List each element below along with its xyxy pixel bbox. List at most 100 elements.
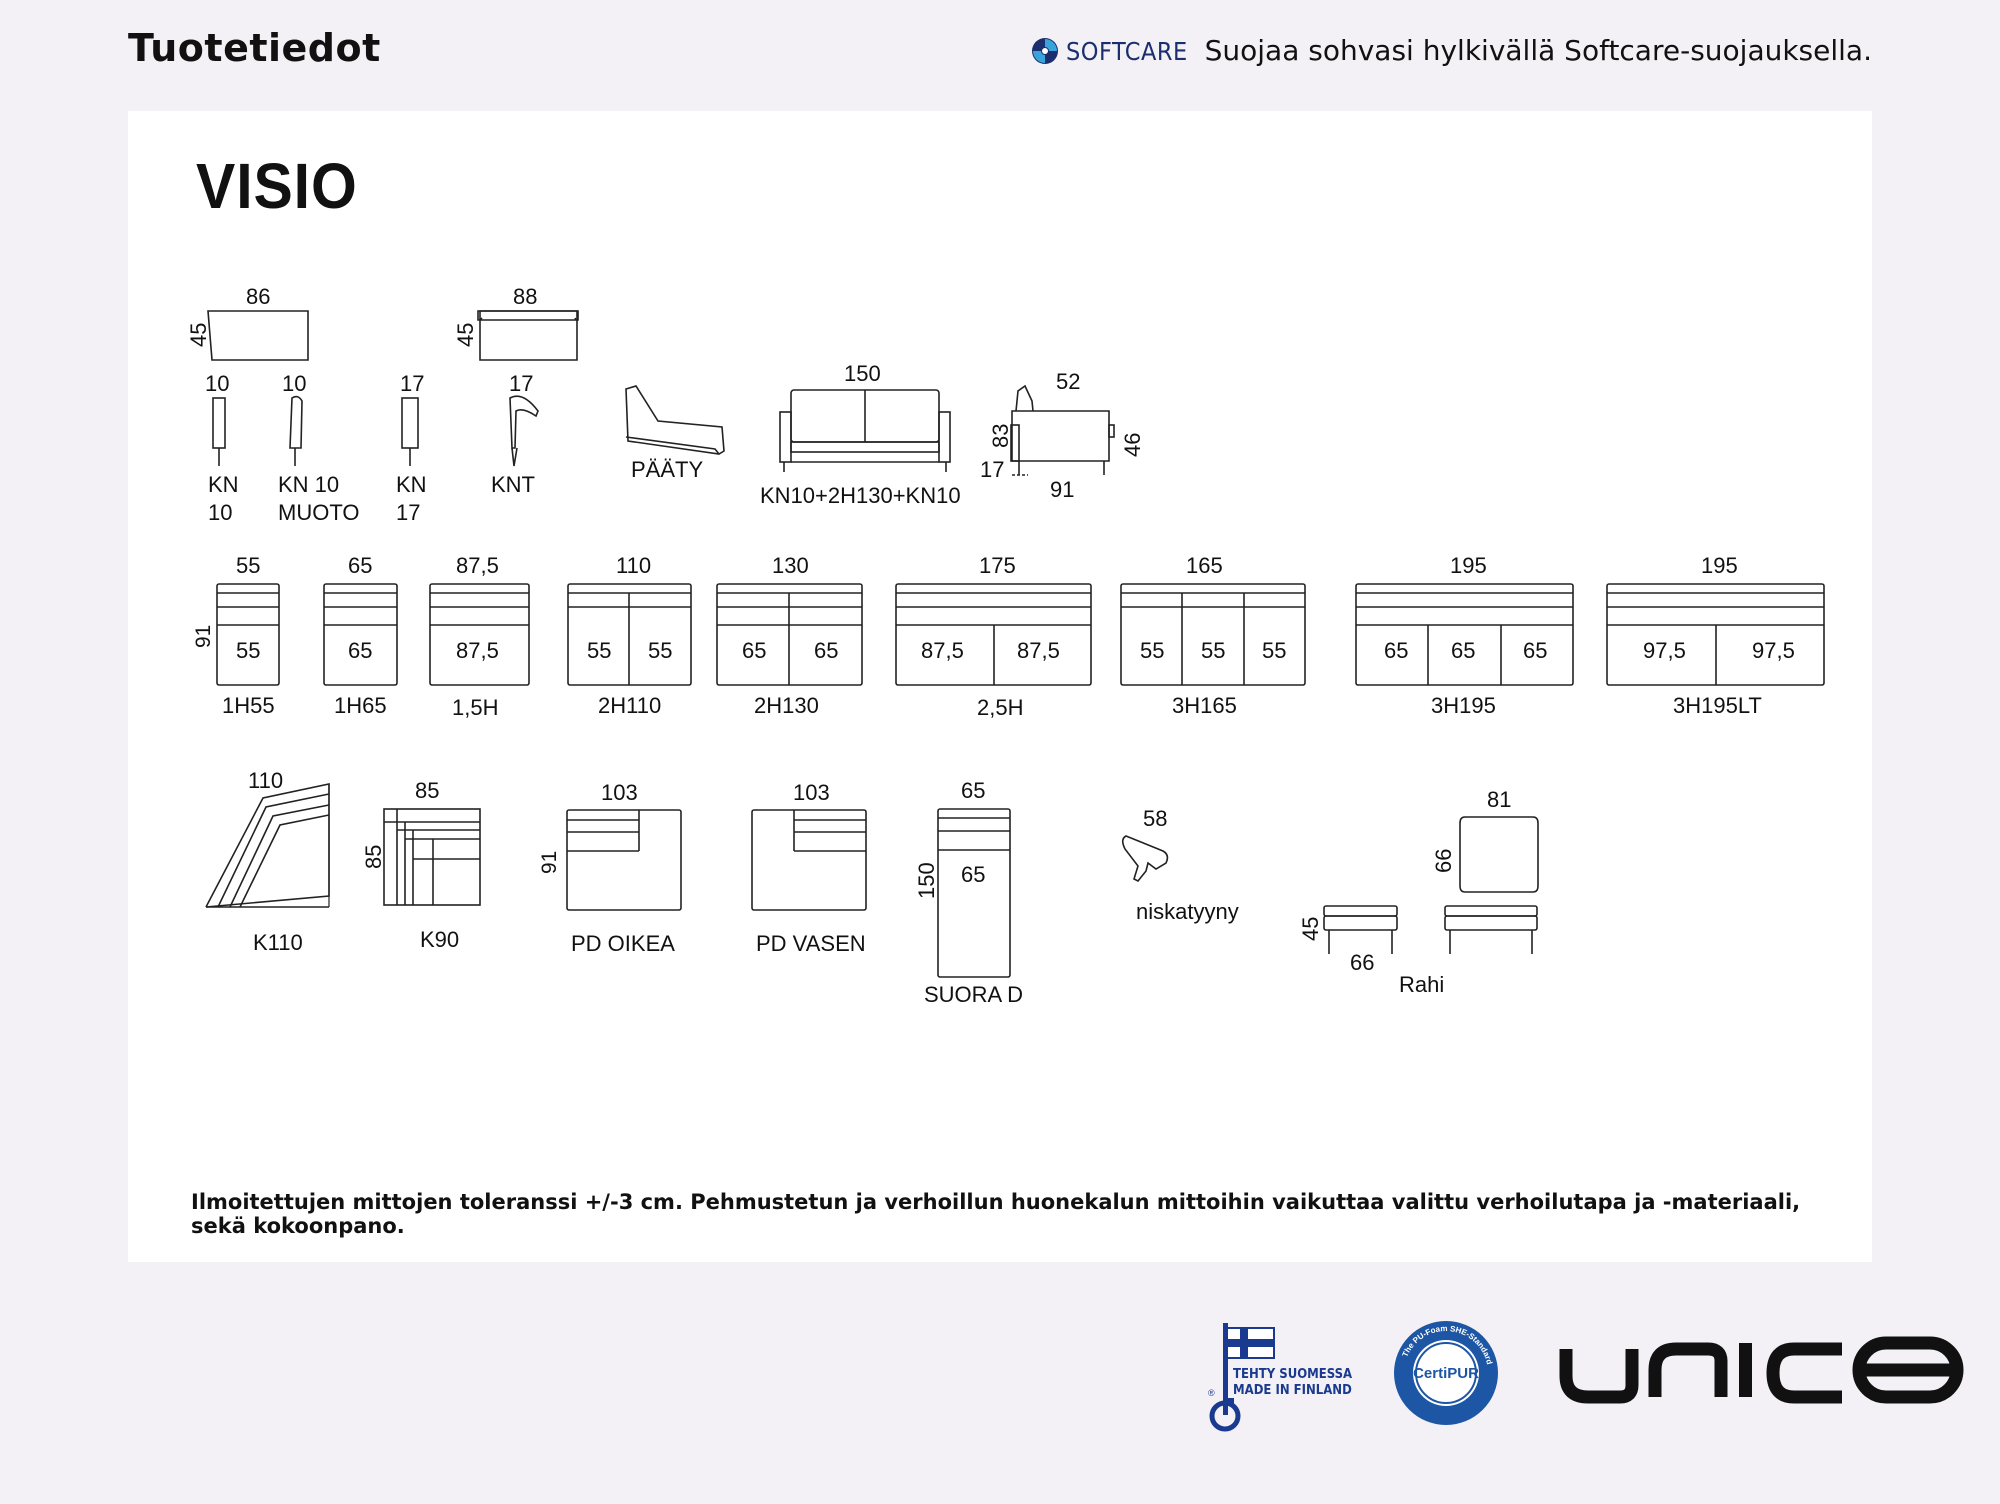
- module-1h55: 55 55 1H55 91: [192, 553, 280, 718]
- end-piece-label: PÄÄTY: [631, 457, 703, 482]
- unico-logo: unico: [1559, 1336, 1964, 1404]
- chaise-label: PD VASEN: [756, 931, 866, 956]
- module-label: 3H195LT: [1673, 693, 1762, 718]
- module-width: 165: [1186, 553, 1223, 578]
- dim-text: 17: [509, 371, 533, 396]
- sofa-front-view: 150 KN10+2H130+KN10: [760, 361, 961, 508]
- module-label: 3H195: [1431, 693, 1496, 718]
- neck-pillow: 58 niskatyyny: [1121, 806, 1239, 924]
- chaise-label: SUORA D: [924, 982, 1023, 1007]
- dim-text: 88: [513, 284, 537, 309]
- module-2h110: 110 55 55 2H110: [567, 553, 692, 718]
- module-depth: 91: [192, 625, 215, 648]
- dim-text: 110: [248, 768, 283, 793]
- module-seat-width: 87,5: [921, 638, 964, 663]
- module-seat-width: 65: [1523, 638, 1547, 663]
- dim-text: 150: [844, 361, 881, 386]
- dim-text: 91: [1050, 477, 1074, 502]
- module-width: 195: [1450, 553, 1487, 578]
- module-width: 130: [772, 553, 809, 578]
- softcare-tagline: Suojaa sohvasi hylkivällä Softcare-suoja…: [1204, 34, 1872, 67]
- footstool-label: Rahi: [1399, 972, 1444, 997]
- dim-text: 65: [961, 862, 985, 887]
- module-2-5h: 175 87,5 87,5 2,5H: [895, 553, 1092, 720]
- module-width: 87,5: [456, 553, 499, 578]
- armrest-label: KNT: [491, 472, 535, 497]
- module-label: 1,5H: [452, 695, 498, 720]
- softcare-wordmark: SOFTCARE: [1066, 36, 1188, 66]
- corner-label: K90: [420, 927, 459, 952]
- dim-text: 66: [1431, 849, 1456, 873]
- chaise-pd-vasen: 103 PD VASEN: [751, 780, 867, 956]
- module-seat-width: 55: [1140, 638, 1164, 663]
- armrest-label: KN: [208, 472, 239, 497]
- module-1h65: 65 65 1H65: [323, 553, 398, 718]
- module-seat-width: 65: [348, 638, 372, 663]
- module-seat-width: 97,5: [1643, 638, 1686, 663]
- footstool-rahi: 81 66 45 66 Rahi: [1298, 787, 1539, 997]
- dim-text: 45: [186, 323, 211, 347]
- module-width: 55: [236, 553, 260, 578]
- module-seat-width: 87,5: [1017, 638, 1060, 663]
- softcare-swirl-icon: [1032, 38, 1058, 64]
- module-label: 2H110: [598, 693, 661, 718]
- neck-pillow-label: niskatyyny: [1136, 899, 1239, 924]
- made-in-finland-logo: ® TEHTY SUOMESSA MADE IN FINLAND: [1208, 1323, 1352, 1432]
- sofa-side-view: 52 83 46 17 91: [980, 369, 1145, 502]
- module-label: 1H55: [222, 693, 275, 718]
- finland-logo-line1: TEHTY SUOMESSA: [1233, 1367, 1352, 1382]
- module-seat-width: 65: [1451, 638, 1475, 663]
- chaise-label: PD OIKEA: [571, 931, 675, 956]
- dim-text: 81: [1487, 787, 1511, 812]
- module-width: 65: [348, 553, 372, 578]
- dim-text: 91: [538, 851, 561, 874]
- dim-text: 52: [1056, 369, 1080, 394]
- dim-text: 10: [282, 371, 306, 396]
- module-2h130: 130 65 65 2H130: [716, 553, 863, 718]
- armrest-label: MUOTO: [278, 500, 359, 525]
- page-title: Tuotetiedot: [128, 26, 381, 70]
- armrest-label: KN: [396, 472, 427, 497]
- dimension-drawings: 86 45 88 45 10 KN 10 10 KN 10 MUOTO: [186, 284, 1825, 1007]
- tolerance-disclaimer: Ilmoitettujen mittojen toleranssi +/-3 c…: [191, 1190, 1801, 1238]
- dim-text: 66: [1350, 950, 1374, 975]
- certipur-logo: CertiPUR The PU-Foam SHE-Standard: [1394, 1321, 1498, 1425]
- armrest-label: 10: [208, 500, 232, 525]
- dim-text: 86: [246, 284, 270, 309]
- module-width: 195: [1701, 553, 1738, 578]
- module-seat-width: 55: [648, 638, 672, 663]
- dim-text: 103: [793, 780, 830, 805]
- dim-text: 85: [415, 778, 439, 803]
- module-seat-width: 65: [814, 638, 838, 663]
- dim-text: 150: [914, 862, 939, 899]
- module-label: 1H65: [334, 693, 387, 718]
- module-label: 3H165: [1172, 693, 1237, 718]
- seat-cushion-88: 88 45: [453, 284, 579, 361]
- dim-text: 103: [601, 780, 638, 805]
- module-seat-width: 65: [1384, 638, 1408, 663]
- corner-k90: 85 85 K90: [361, 778, 481, 952]
- dim-text: 83: [988, 424, 1013, 448]
- module-3h195lt: 195 97,5 97,5 3H195LT: [1606, 553, 1825, 718]
- dim-text: 85: [361, 845, 386, 869]
- sofa-label: KN10+2H130+KN10: [760, 483, 961, 508]
- corner-label: K110: [253, 930, 303, 955]
- module-label: 2,5H: [977, 695, 1023, 720]
- module-seat-width: 55: [1201, 638, 1225, 663]
- end-piece-paaty: PÄÄTY: [625, 385, 725, 482]
- svg-text:®: ®: [1208, 1388, 1215, 1398]
- dim-text: 45: [1298, 917, 1323, 941]
- armrest-knt: 17 KNT: [491, 371, 539, 497]
- dim-text: 65: [961, 778, 985, 803]
- softcare-logo: SOFTCARE: [1030, 36, 1188, 66]
- certipur-text: CertiPUR: [1413, 1365, 1479, 1382]
- armrest-kn10-muoto: 10 KN 10 MUOTO: [278, 371, 359, 525]
- module-width: 175: [979, 553, 1016, 578]
- dim-text: 46: [1120, 433, 1145, 457]
- module-seat-width: 55: [1262, 638, 1286, 663]
- module-width: 110: [616, 553, 651, 578]
- module-label: 2H130: [754, 693, 819, 718]
- corner-k110: 110 K110: [205, 768, 330, 955]
- dim-text: 45: [453, 323, 478, 347]
